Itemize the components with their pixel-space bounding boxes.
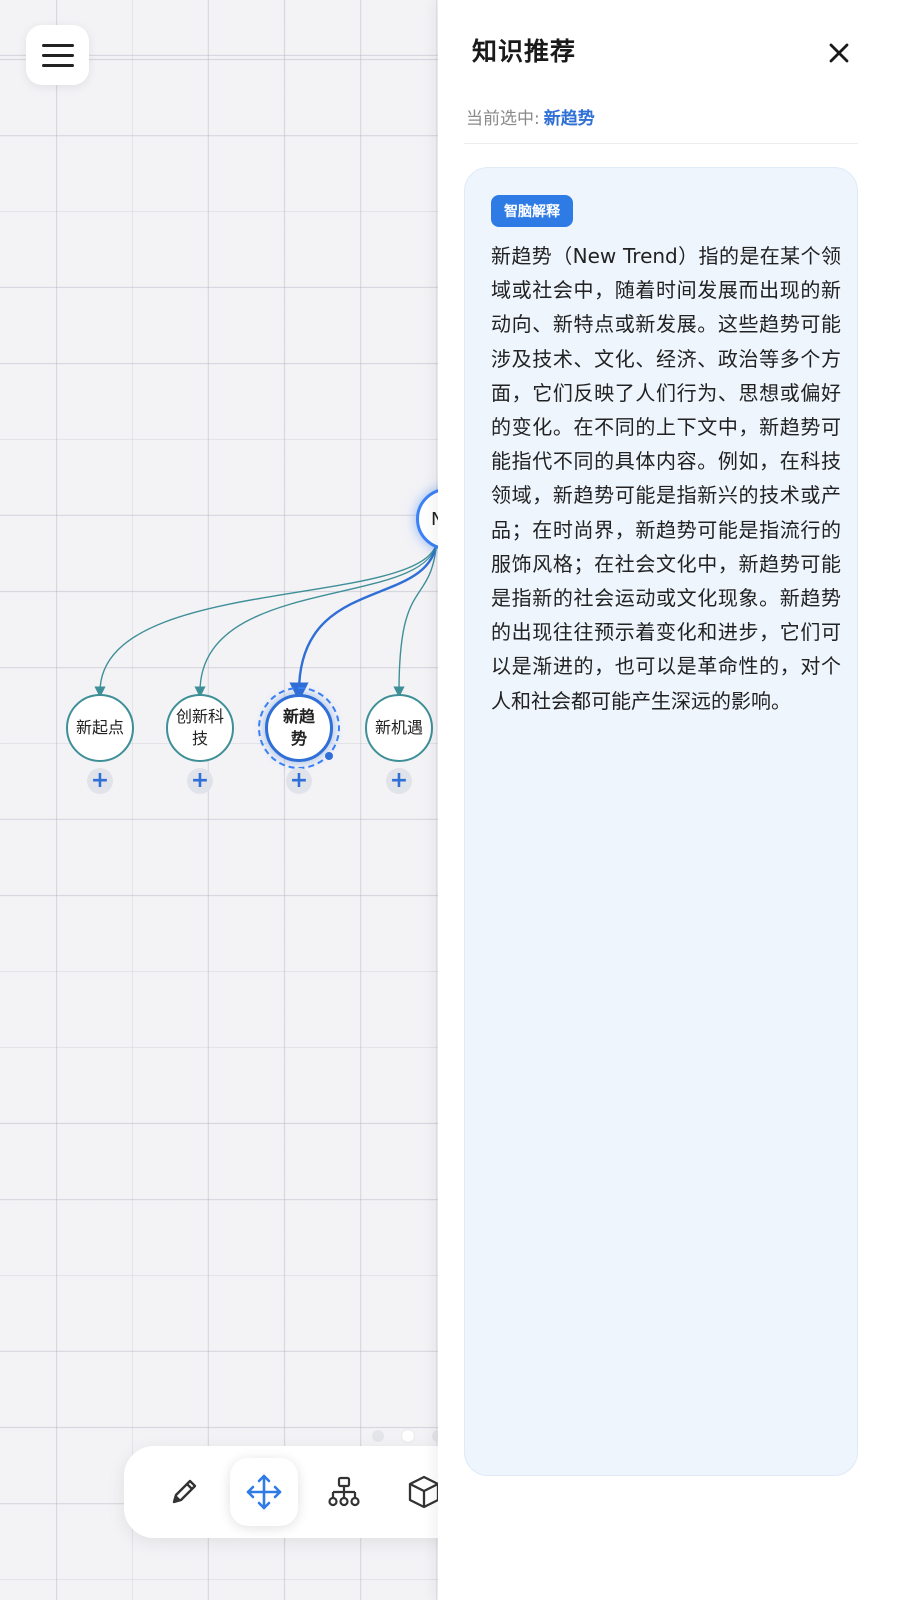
add-child-button[interactable]: +: [187, 768, 213, 794]
current-selection: 当前选中:新趋势: [466, 104, 595, 129]
node-label: 新起点: [76, 718, 125, 737]
link-2: [289, 539, 439, 702]
explanation-badge: 智脑解释: [491, 195, 573, 227]
explanation-text: 新趋势（New Trend）指的是在某个领域或社会中，随着时间发展而出现的新动向…: [491, 244, 841, 713]
current-selection-label: 当前选中:: [466, 109, 540, 129]
add-child-button[interactable]: +: [87, 768, 113, 794]
mindmap-node-2-selected[interactable]: 新趋势: [265, 694, 333, 762]
bottom-toolbar: [124, 1446, 484, 1538]
hierarchy-tool-button[interactable]: [310, 1458, 378, 1526]
mindmap-node-1[interactable]: 创新科技: [166, 694, 234, 762]
move-tool-button[interactable]: [230, 1458, 298, 1526]
link-1: [194, 539, 438, 698]
close-icon: [829, 43, 849, 63]
link-0: [94, 539, 438, 698]
pager-dot[interactable]: [372, 1430, 384, 1442]
panel-title: 知识推荐: [472, 37, 577, 66]
node-label: 新趋势: [282, 707, 315, 748]
move-icon: [246, 1474, 282, 1510]
close-button[interactable]: [824, 38, 854, 68]
link-3: [393, 539, 438, 698]
hamburger-icon-bar: [41, 43, 74, 47]
node-label: 新机遇: [375, 718, 424, 737]
mindmap-node-3[interactable]: 新机遇: [365, 694, 433, 762]
menu-button[interactable]: [26, 25, 89, 85]
mindmap-node-0[interactable]: 新起点: [66, 694, 134, 762]
divider: [464, 143, 858, 144]
add-child-button[interactable]: +: [386, 768, 412, 794]
hamburger-icon-bar: [41, 53, 74, 57]
current-selection-value: 新趋势: [543, 109, 595, 129]
explanation-card: 智脑解释 新趋势（New Trend）指的是在某个领域或社会中，随着时间发展而出…: [464, 167, 858, 1476]
pencil-icon: [172, 1479, 197, 1504]
node-label: 创新科技: [176, 707, 225, 748]
knowledge-panel: 知识推荐 当前选中:新趋势 智脑解释 新趋势（New Trend）指的是在某个领…: [438, 0, 900, 1600]
hierarchy-icon: [328, 1476, 360, 1507]
pencil-tool-button[interactable]: [150, 1458, 218, 1526]
resize-handle[interactable]: [325, 752, 333, 760]
pager-dot[interactable]: [402, 1430, 414, 1442]
add-child-button[interactable]: +: [286, 768, 312, 794]
hamburger-icon-bar: [41, 63, 74, 67]
